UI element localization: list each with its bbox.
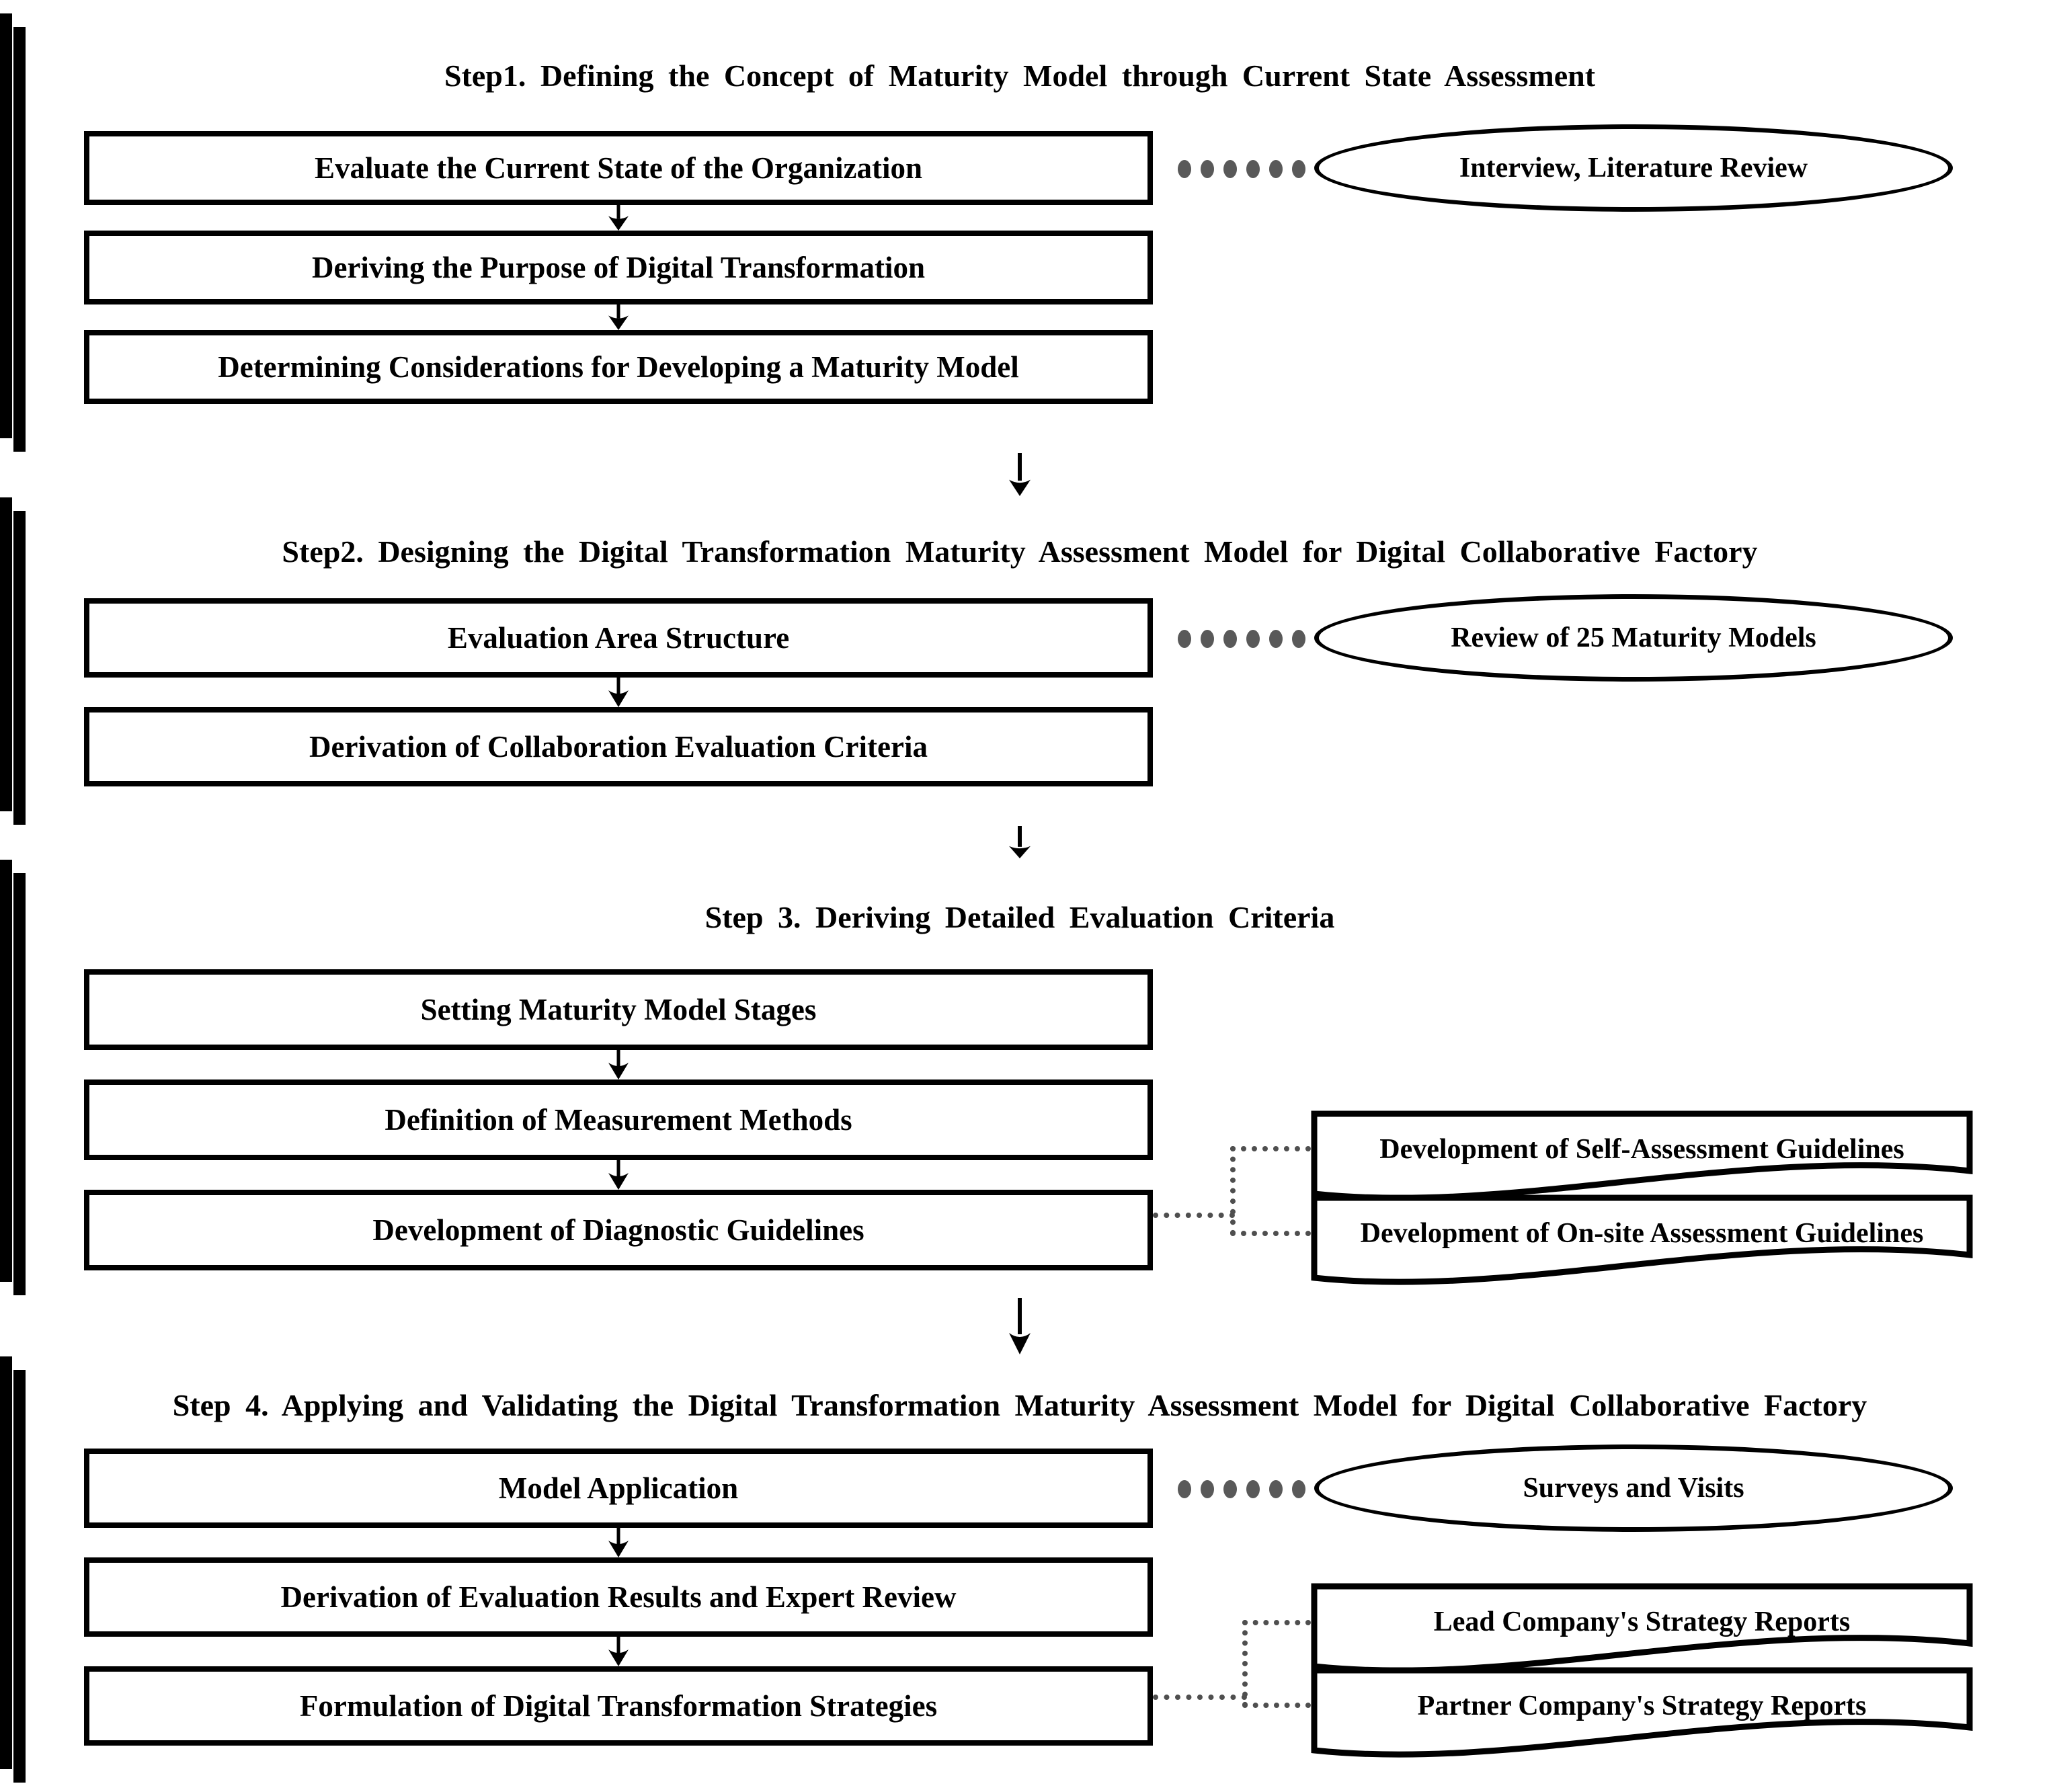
- box-model-application: Model Application: [84, 1449, 1153, 1528]
- box-evaluate-current-state: Evaluate the Current State of the Organi…: [84, 131, 1153, 205]
- panel-step2-title: Step2. Designing the Digital Transformat…: [282, 534, 1758, 569]
- box-derivation-collaboration-criteria: Derivation of Collaboration Evaluation C…: [84, 707, 1153, 786]
- box-deriving-purpose: Deriving the Purpose of Digital Transfor…: [84, 231, 1153, 304]
- arrow-down-icon: [606, 1528, 631, 1557]
- box-evaluation-area-structure: Evaluation Area Structure: [84, 598, 1153, 678]
- dot-icon: [1223, 629, 1237, 648]
- dashed-connector: [1242, 1620, 1248, 1707]
- dot-icon: [1246, 159, 1260, 178]
- dot-icon: [1201, 629, 1214, 648]
- box-development-diagnostic-guidelines: Development of Diagnostic Guidelines: [84, 1190, 1153, 1270]
- panel-step3: [0, 860, 12, 1282]
- panel-step2: [0, 497, 12, 811]
- document-onsite-assessment-guidelines: Development of On-site Assessment Guidel…: [1311, 1194, 1973, 1295]
- ellipse-review-25-maturity-models: Review of 25 Maturity Models: [1314, 594, 1953, 682]
- panel-step3-title: Step 3. Deriving Detailed Evaluation Cri…: [704, 900, 1335, 934]
- box-formulation-dt-strategies: Formulation of Digital Transformation St…: [84, 1666, 1153, 1746]
- document-label: Development of On-site Assessment Guidel…: [1360, 1218, 1924, 1249]
- arrow-down-icon: [1006, 453, 1033, 496]
- dot-icon: [1292, 159, 1305, 178]
- dot-icon: [1269, 1479, 1283, 1498]
- panel-step1-title: Step1. Defining the Concept of Maturity …: [444, 58, 1596, 93]
- ellipse-surveys-and-visits: Surveys and Visits: [1314, 1444, 1953, 1532]
- ellipse-interview-literature-review: Interview, Literature Review: [1314, 124, 1953, 212]
- arrow-down-icon: [606, 1160, 631, 1190]
- panel-step4: [0, 1356, 12, 1769]
- dot-icon: [1292, 1479, 1305, 1498]
- box-determining-considerations: Determining Considerations for Developin…: [84, 330, 1153, 404]
- document-self-assessment-guidelines: Development of Self-Assessment Guideline…: [1311, 1110, 1973, 1211]
- arrow-down-icon: [1006, 826, 1033, 858]
- dotted-connector: [1178, 629, 1305, 648]
- arrow-down-icon: [1006, 1298, 1033, 1354]
- box-setting-maturity-stages: Setting Maturity Model Stages: [84, 969, 1153, 1050]
- arrow-down-icon: [606, 205, 631, 231]
- dot-icon: [1178, 629, 1191, 648]
- dot-icon: [1246, 1479, 1260, 1498]
- dashed-connector: [1242, 1703, 1311, 1708]
- arrow-down-icon: [606, 1637, 631, 1666]
- dashed-connector: [1153, 1213, 1235, 1218]
- dot-icon: [1178, 1479, 1191, 1498]
- dot-icon: [1269, 159, 1283, 178]
- box-definition-measurement-methods: Definition of Measurement Methods: [84, 1080, 1153, 1160]
- dot-icon: [1201, 1479, 1214, 1498]
- panel-step4-title: Step 4. Applying and Validating the Digi…: [172, 1388, 1867, 1422]
- dot-icon: [1223, 159, 1237, 178]
- dot-icon: [1178, 159, 1191, 178]
- dashed-connector: [1242, 1620, 1311, 1625]
- document-label: Development of Self-Assessment Guideline…: [1379, 1134, 1904, 1165]
- dashed-connector: [1230, 1146, 1311, 1151]
- document-label: Lead Company's Strategy Reports: [1433, 1606, 1851, 1637]
- dashed-connector: [1230, 1231, 1311, 1236]
- arrow-down-icon: [606, 1050, 631, 1080]
- dotted-connector: [1178, 159, 1305, 178]
- dot-icon: [1223, 1479, 1237, 1498]
- dot-icon: [1269, 629, 1283, 648]
- arrow-down-icon: [606, 678, 631, 707]
- dot-icon: [1292, 629, 1305, 648]
- dot-icon: [1246, 629, 1260, 648]
- dashed-connector: [1230, 1146, 1236, 1235]
- panel-step1: [0, 13, 12, 438]
- box-derivation-evaluation-results: Derivation of Evaluation Results and Exp…: [84, 1557, 1153, 1637]
- dotted-connector: [1178, 1479, 1305, 1498]
- document-label: Partner Company's Strategy Reports: [1417, 1691, 1867, 1721]
- document-partner-company-strategy-reports: Partner Company's Strategy Reports: [1311, 1667, 1973, 1768]
- dashed-connector: [1153, 1695, 1247, 1700]
- arrow-down-icon: [606, 304, 631, 330]
- dot-icon: [1201, 159, 1214, 178]
